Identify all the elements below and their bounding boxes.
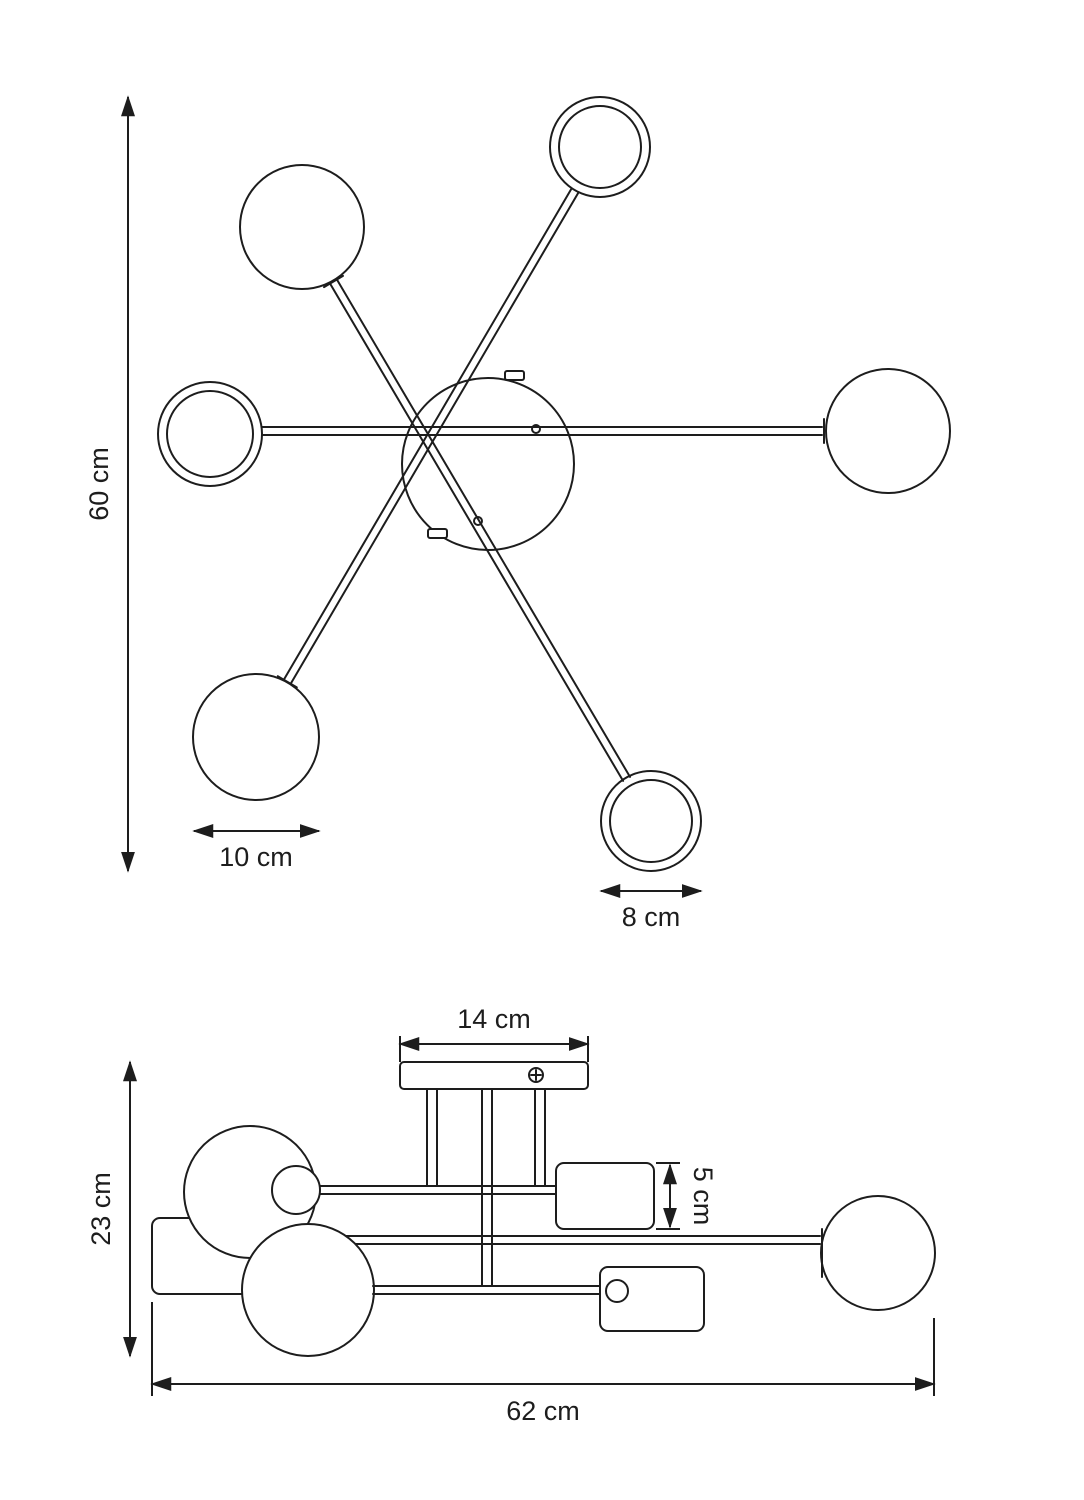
arm-rod-upper-level <box>317 1185 557 1195</box>
arm-rod-horizontal <box>261 418 825 444</box>
mounting-tab <box>504 370 525 381</box>
dimension-socket-height: 5 cm <box>656 1162 718 1230</box>
globe-shade-lower-left <box>192 673 320 801</box>
dimension-ring-diameter: 8 cm <box>599 884 703 932</box>
socket-cup <box>271 1165 321 1215</box>
dimension-label: 14 cm <box>457 1004 531 1034</box>
screw-icon <box>528 1067 544 1083</box>
globe-shade-upper-left <box>239 164 365 290</box>
dimension-canopy-width: 14 cm <box>398 1004 590 1062</box>
ring-shade-bottom <box>600 770 702 872</box>
dimension-label: 62 cm <box>506 1396 580 1426</box>
downrod-left <box>426 1088 438 1187</box>
dimension-total-width: 62 cm <box>150 1302 936 1426</box>
downrod-middle <box>481 1088 493 1287</box>
dimension-label: 8 cm <box>622 902 681 932</box>
rod-end-cap <box>605 1279 629 1303</box>
rod-end-cap <box>276 675 298 689</box>
dimension-label: 5 cm <box>688 1167 718 1226</box>
socket-box-lower <box>599 1266 705 1332</box>
dimension-side-height: 23 cm <box>86 1060 137 1358</box>
screw-icon <box>473 516 483 526</box>
screw-icon <box>531 424 541 434</box>
dimension-top-height: 60 cm <box>84 95 135 873</box>
globe-shade-side-right <box>820 1195 936 1311</box>
ring-shade-top <box>549 96 651 198</box>
socket-box-upper <box>555 1162 655 1230</box>
ceiling-canopy <box>399 1061 589 1090</box>
rod-end-cap <box>323 274 344 289</box>
ring-shade-left <box>157 381 263 487</box>
arm-rod-lower-level <box>372 1285 613 1295</box>
arm-rod-diagonal-b <box>323 274 631 782</box>
dimension-label: 23 cm <box>86 1172 116 1246</box>
mounting-tab <box>427 528 448 539</box>
dimension-globe-diameter: 10 cm <box>192 824 321 872</box>
downrod-right <box>534 1088 546 1187</box>
dimension-label: 60 cm <box>84 447 114 521</box>
side-view: 14 cm 23 cm 5 cm 62 cm <box>86 1004 936 1426</box>
globe-shade-side-lower-left <box>241 1223 375 1357</box>
globe-shade-right <box>825 368 951 494</box>
top-view: 60 cm 10 cm 8 cm <box>84 95 951 932</box>
dimension-label: 10 cm <box>219 842 293 872</box>
canopy-plate <box>401 377 575 551</box>
